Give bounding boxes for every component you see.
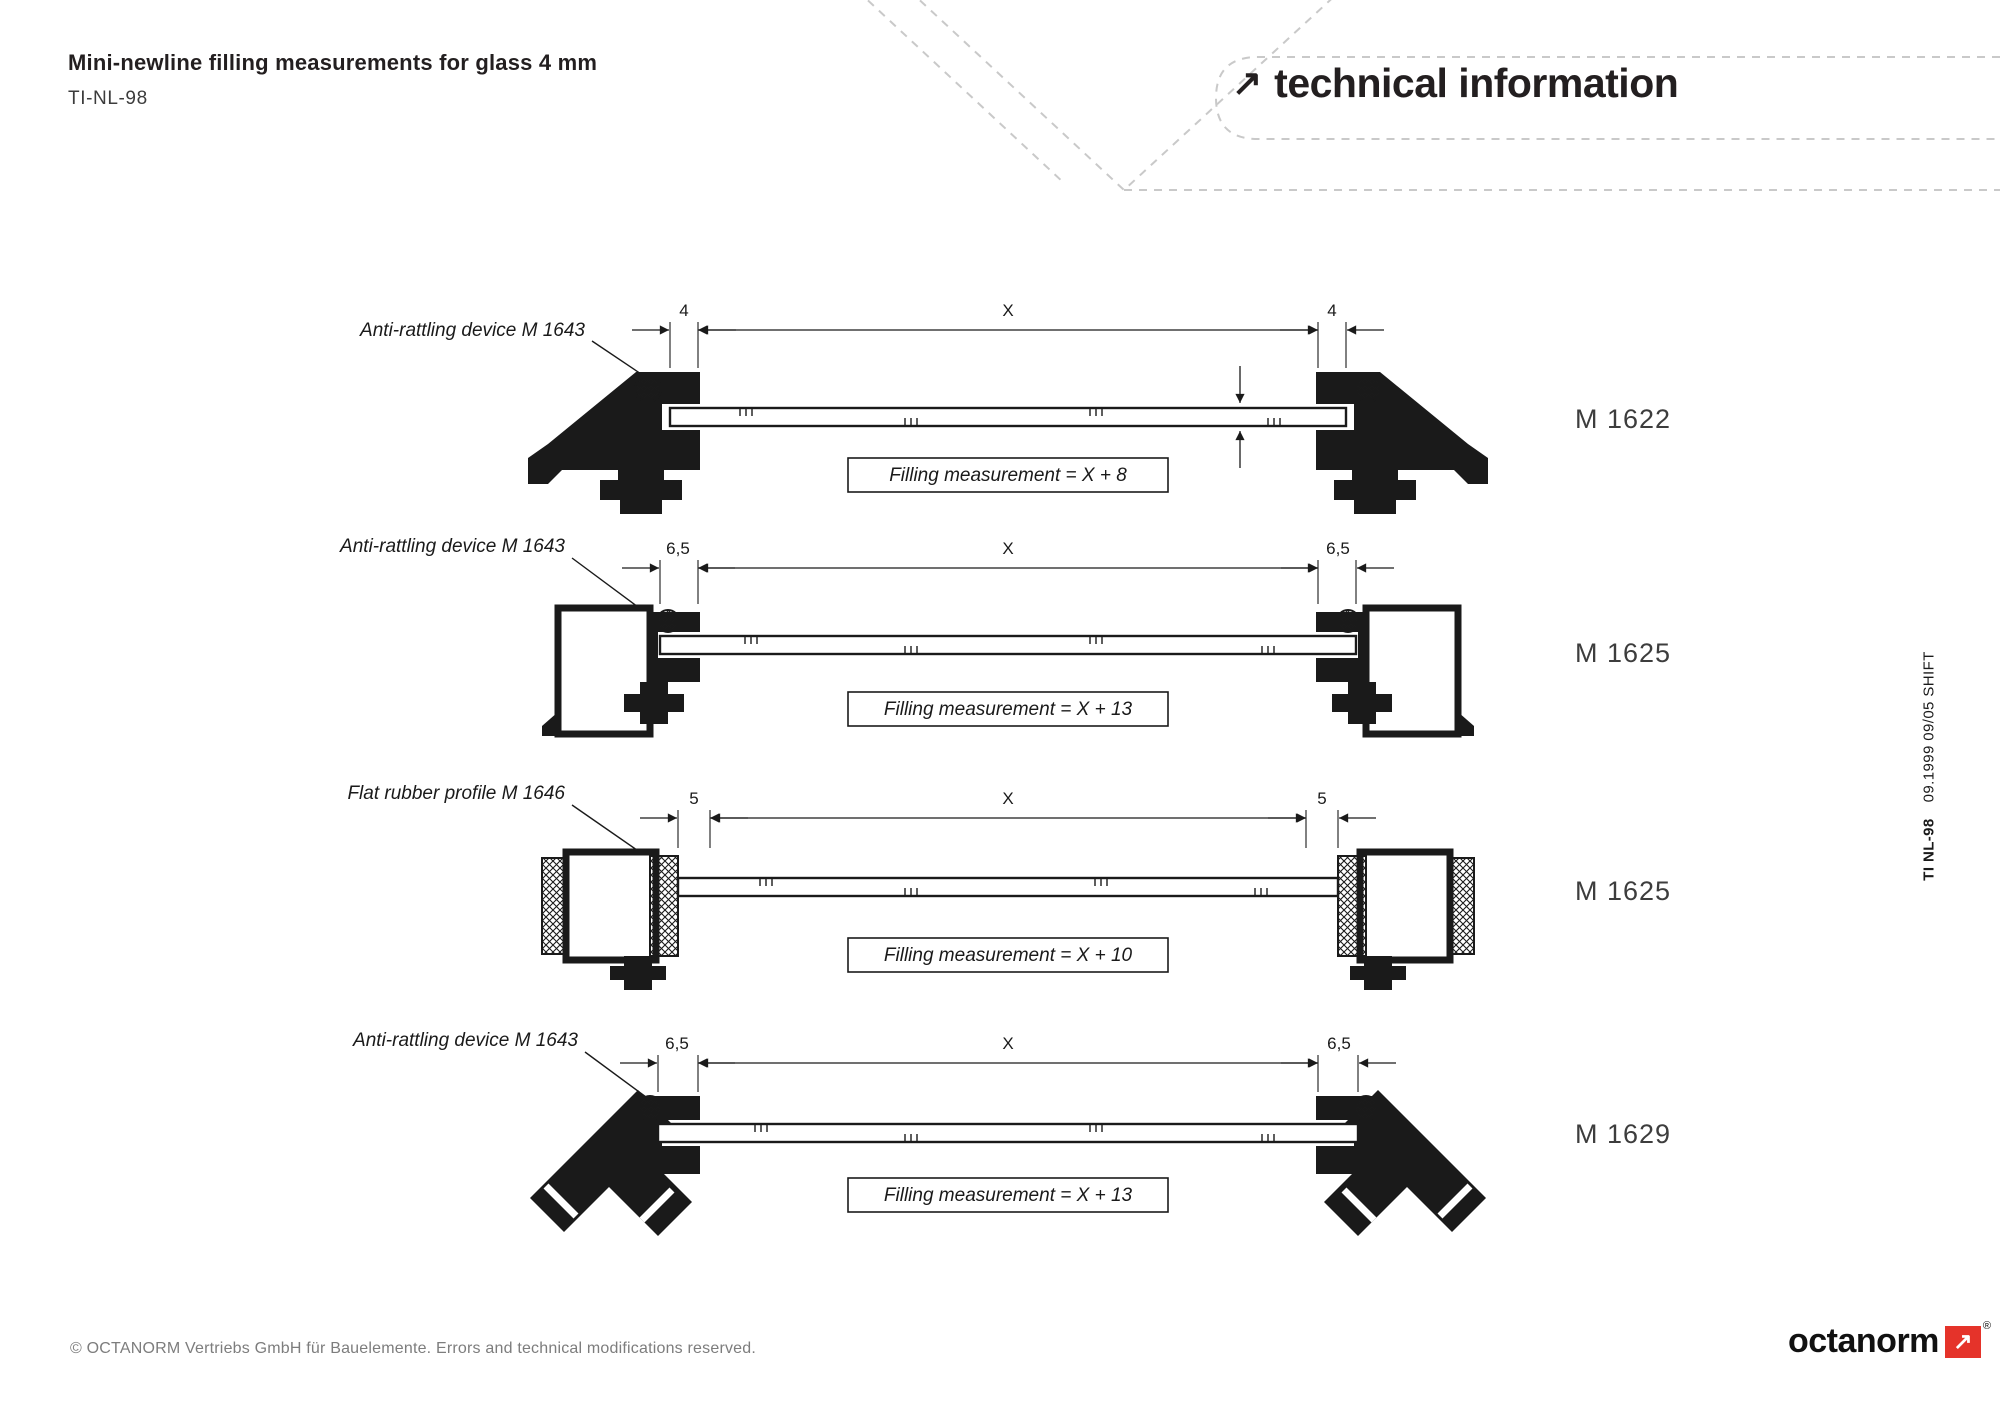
dim-span: X	[1002, 539, 1013, 558]
profile-code: M 1629	[1575, 1119, 1671, 1149]
profile-section-left	[530, 1090, 700, 1236]
filling-measurement-label: Filling measurement = X + 8	[889, 465, 1127, 486]
profile-section-right	[1315, 371, 1489, 515]
dim-left: 5	[689, 789, 698, 808]
filling-measurement-box	[847, 691, 1169, 727]
anti-rattling-device	[637, 1095, 663, 1121]
section-heading: ↗ technical information	[1232, 60, 1679, 107]
glass-panel	[658, 634, 1358, 656]
filling-measurement-label: Filling measurement = X + 10	[884, 945, 1133, 966]
profile-section-right	[1338, 852, 1474, 990]
callout-label: Anti-rattling device M 1643	[339, 536, 565, 557]
dim-left: 6,5	[665, 1034, 689, 1053]
anti-rattling-device	[656, 609, 680, 633]
profile-code: M 1622	[1575, 404, 1671, 434]
dim-left: 4	[679, 301, 688, 320]
callout-leader-line	[571, 557, 643, 611]
document-code: TI-NL-98	[68, 88, 148, 109]
copyright-notice: © OCTANORM Vertriebs GmbH für Bauelement…	[70, 1340, 757, 1357]
profile-section-right	[1316, 608, 1474, 736]
dim-right: 6,5	[1326, 539, 1350, 558]
brand-logo: octanorm ↗ ®	[1788, 1320, 1992, 1361]
knurled-outer-face	[541, 857, 565, 955]
dimension-row: 5 X 5	[640, 789, 1376, 848]
filling-measurement-box	[847, 457, 1169, 493]
glass-tick-marks	[759, 879, 1268, 895]
dim-span: X	[1002, 301, 1013, 320]
filling-measurement-box	[847, 937, 1169, 973]
glass-tick-marks	[754, 1125, 1275, 1141]
diagram-m1625-rubber: Flat rubber profile M 1646 5 X 5	[347, 783, 1671, 990]
dim-span: X	[1002, 1034, 1013, 1053]
filling-measurement-box	[847, 1177, 1169, 1213]
diagram-m1629: Anti-rattling device M 1643 6,5 X 6,5	[352, 1030, 1671, 1236]
glass-panel	[676, 876, 1340, 898]
arrow-ne-icon: ↗	[1232, 62, 1263, 103]
glass-panel	[656, 1122, 1360, 1144]
profile-section-right	[1316, 1090, 1486, 1236]
dim-left: 6,5	[666, 539, 690, 558]
side-note-doc-code: TI NL-98	[1920, 818, 1938, 881]
profile-section-left	[528, 372, 700, 514]
glass-panel	[668, 406, 1348, 428]
diagram-m1625-top: Anti-rattling device M 1643 6,5 X 6,5	[339, 536, 1671, 738]
filling-measurement-label: Filling measurement = X + 13	[884, 1185, 1133, 1206]
dim-right: 6,5	[1327, 1034, 1351, 1053]
dim-right: 5	[1317, 789, 1326, 808]
anti-rattling-device	[634, 375, 662, 403]
section-heading-label: technical information	[1274, 60, 1679, 106]
diagram-m1622: Anti-rattling device M 1643 4 X 4	[359, 301, 1671, 515]
callout-label: Flat rubber profile M 1646	[347, 783, 565, 804]
dimension-row: 4 X 4	[632, 301, 1384, 368]
profile-code: M 1625	[1575, 876, 1671, 906]
profile-section-left	[541, 848, 679, 990]
dashed-decoration	[866, 0, 2000, 192]
registered-trademark-symbol: ®	[1982, 1320, 1992, 1332]
brand-wordmark: octanorm	[1788, 1322, 1939, 1360]
flat-rubber-profile	[649, 855, 679, 957]
brand-arrow-icon: ↗	[1944, 1325, 1981, 1358]
dim-right: 4	[1327, 301, 1336, 320]
callout-label: Anti-rattling device M 1643	[352, 1030, 578, 1051]
filling-measurement-label: Filling measurement = X + 13	[884, 699, 1133, 720]
callout-label: Anti-rattling device M 1643	[359, 320, 585, 341]
side-note-revision: 09.1999 09/05 SHIFT	[1920, 651, 1938, 803]
profile-code: M 1625	[1575, 638, 1671, 668]
glass-tick-marks	[744, 637, 1275, 653]
dimension-row: 6,5 X 6,5	[622, 539, 1394, 604]
profile-section-left	[542, 604, 700, 738]
dimension-row: 6,5 X 6,5	[620, 1034, 1396, 1092]
dim-span: X	[1002, 789, 1013, 808]
glass-tick-marks	[739, 409, 1281, 425]
page-title: Mini-newline filling measurements for gl…	[68, 50, 598, 75]
